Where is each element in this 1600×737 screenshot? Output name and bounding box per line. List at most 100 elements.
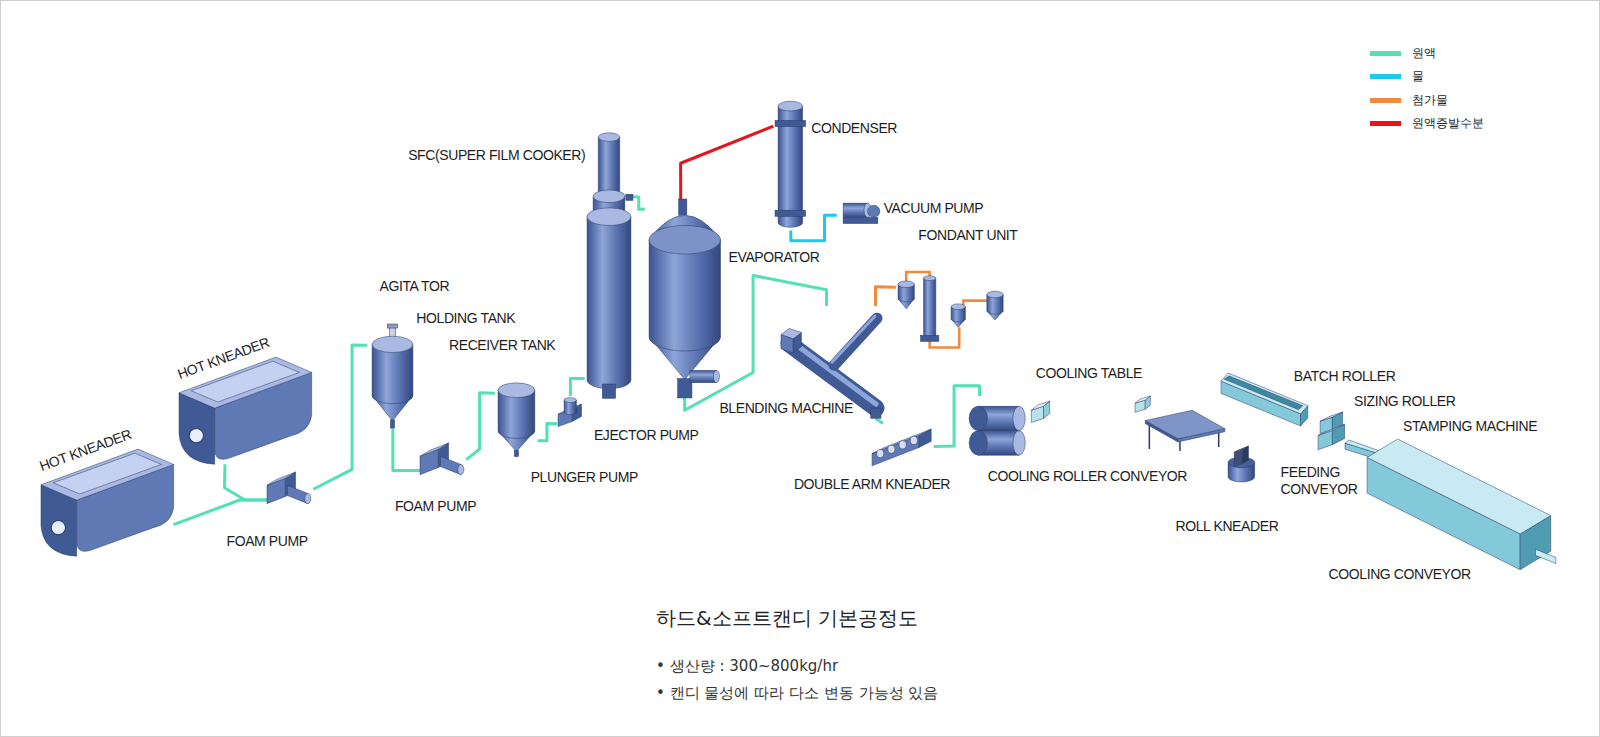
label-holder: RECEIVER TANK: [449, 337, 555, 354]
label-holder: COOLING TABLE: [1036, 365, 1142, 382]
label-holder: CONDENSER: [811, 120, 897, 137]
pipe-line: [875, 418, 883, 423]
label-holder: BATCH ROLLER: [1294, 368, 1396, 385]
equipment-label: RECEIVER TANK: [449, 337, 555, 354]
pipe-line: [173, 500, 267, 525]
label-holder: AGITA TOR: [380, 278, 450, 295]
equipment-label: HOLDING TANK: [416, 310, 515, 327]
equipment-label: DOUBLE ARM KNEADER: [794, 476, 950, 493]
equipment-illustration: [1362, 437, 1558, 570]
label-holder: BLENDING MACHINE: [719, 400, 853, 417]
diagram-title: 하드&소프트캔디 기본공정도: [656, 605, 918, 632]
legend-swatch: [1370, 121, 1401, 126]
equipment: FOAM PUMP: [420, 442, 466, 478]
pipe-line: [538, 423, 557, 440]
equipment: ROLL KNEADER: [1224, 442, 1259, 481]
equipment-label: COOLING TABLE: [1036, 365, 1142, 382]
legend-text: 물: [1412, 68, 1424, 85]
label-holder: STAMPING MACHINE: [1403, 418, 1537, 435]
equipment-label: EVAPORATOR: [729, 249, 820, 266]
equipment: COOLING ROLLER CONVEYOR: [964, 396, 1054, 459]
pipe-line: [681, 126, 774, 199]
equipment-label: FOAM PUMP: [395, 498, 476, 515]
legend-text: 원액증발수분: [1412, 115, 1484, 132]
equipment: HOT KNEADER: [41, 444, 174, 556]
equipment: BLENDING MACHINE: [781, 306, 883, 418]
equipment: SFC(SUPER FILM COOKER): [585, 133, 633, 400]
label-holder: COOLING ROLLER CONVEYOR: [988, 468, 1187, 485]
equipment-illustration: [557, 396, 584, 429]
equipment-illustration: [773, 100, 808, 231]
equipment-label: BLENDING MACHINE: [719, 400, 853, 417]
equipment: CONDENSER: [773, 100, 808, 231]
equipment-illustration: [585, 133, 633, 400]
equipment-label: COOLING ROLLER CONVEYOR: [988, 468, 1187, 485]
equipment-illustration: [1224, 442, 1259, 481]
equipment-illustration: [1133, 396, 1227, 452]
equipment-illustration: [964, 396, 1054, 459]
note-text: • 생산량 : 300~800kg/hr: [656, 657, 838, 676]
legend-swatch: [1370, 98, 1401, 103]
label-holder: SIZING ROLLER: [1354, 393, 1455, 410]
equipment-illustration: [420, 442, 466, 478]
equipment-label: SFC(SUPER FILM COOKER): [408, 147, 585, 164]
equipment-label: VACUUM PUMP: [884, 200, 984, 217]
equipment: FOAM PUMP: [267, 471, 313, 507]
equipment-illustration: [367, 324, 418, 428]
label-holder: FONDANT UNIT: [918, 227, 1017, 244]
equipment: AGITA TORHOLDING TANK: [367, 324, 418, 428]
equipment-label: AGITA TOR: [380, 278, 450, 295]
label-holder: COOLING CONVEYOR: [1329, 566, 1471, 583]
label-holder: SFC(SUPER FILM COOKER): [408, 147, 585, 164]
equipment: FONDANT UNIT: [896, 270, 1010, 354]
equipment-label: ROLL KNEADER: [1176, 518, 1279, 535]
equipment-illustration: [870, 423, 933, 469]
pipe-line: [875, 287, 895, 306]
pipe-line: [466, 393, 495, 460]
pipe-line: [633, 197, 645, 209]
label-holder: FOAM PUMP: [227, 533, 308, 550]
legend-text: 첨가물: [1412, 92, 1448, 109]
pipe-line: [224, 464, 267, 500]
equipment: HOT KNEADER: [179, 352, 312, 464]
pipe-line: [570, 379, 584, 396]
equipment-illustration: [896, 270, 1010, 354]
equipment: RECEIVER TANK: [495, 380, 538, 457]
equipment-illustration: [267, 471, 313, 507]
label-holder: ROLL KNEADER: [1176, 518, 1279, 535]
equipment-label: SIZING ROLLER: [1354, 393, 1455, 410]
equipment-label: CONDENSER: [811, 120, 897, 137]
equipment-label: FEEDING CONVEYOR: [1281, 464, 1363, 498]
label-holder: FEEDING CONVEYOR: [1281, 464, 1363, 498]
equipment: PLUNGER PUMP: [557, 396, 584, 429]
equipment-illustration: [645, 199, 725, 398]
legend-text: 원액: [1412, 45, 1436, 62]
label-holder: VACUUM PUMP: [884, 200, 984, 217]
equipment: COOLING CONVEYOR: [1362, 437, 1558, 570]
label-holder: EVAPORATOR: [729, 249, 820, 266]
note-text: • 캔디 물성에 따라 다소 변동 가능성 있음: [656, 684, 938, 703]
equipment: COOLING TABLE: [1133, 396, 1227, 452]
equipment: EVAPORATOR: [645, 199, 725, 398]
equipment: BATCH ROLLER: [1219, 373, 1309, 432]
equipment-label: PLUNGER PUMP: [531, 469, 638, 486]
pipe-line: [313, 345, 367, 489]
legend-swatch: [1370, 74, 1401, 79]
label-holder: PLUNGER PUMP: [531, 469, 638, 486]
label-holder: HOLDING TANK: [416, 310, 515, 327]
equipment-label: FOAM PUMP: [227, 533, 308, 550]
equipment-label: FONDANT UNIT: [918, 227, 1017, 244]
label-holder: FOAM PUMP: [395, 498, 476, 515]
label-holder: DOUBLE ARM KNEADER: [794, 476, 950, 493]
equipment-label: BATCH ROLLER: [1294, 368, 1396, 385]
equipment-illustration: [837, 197, 882, 228]
pipe-line: [393, 429, 421, 471]
equipment: VACUUM PUMP: [837, 197, 882, 228]
equipment-label: COOLING CONVEYOR: [1329, 566, 1471, 583]
legend-swatch: [1370, 51, 1401, 56]
equipment: DOUBLE ARM KNEADER: [870, 423, 933, 469]
equipment-label: STAMPING MACHINE: [1403, 418, 1537, 435]
part-label: EJECTOR PUMP: [594, 427, 699, 443]
